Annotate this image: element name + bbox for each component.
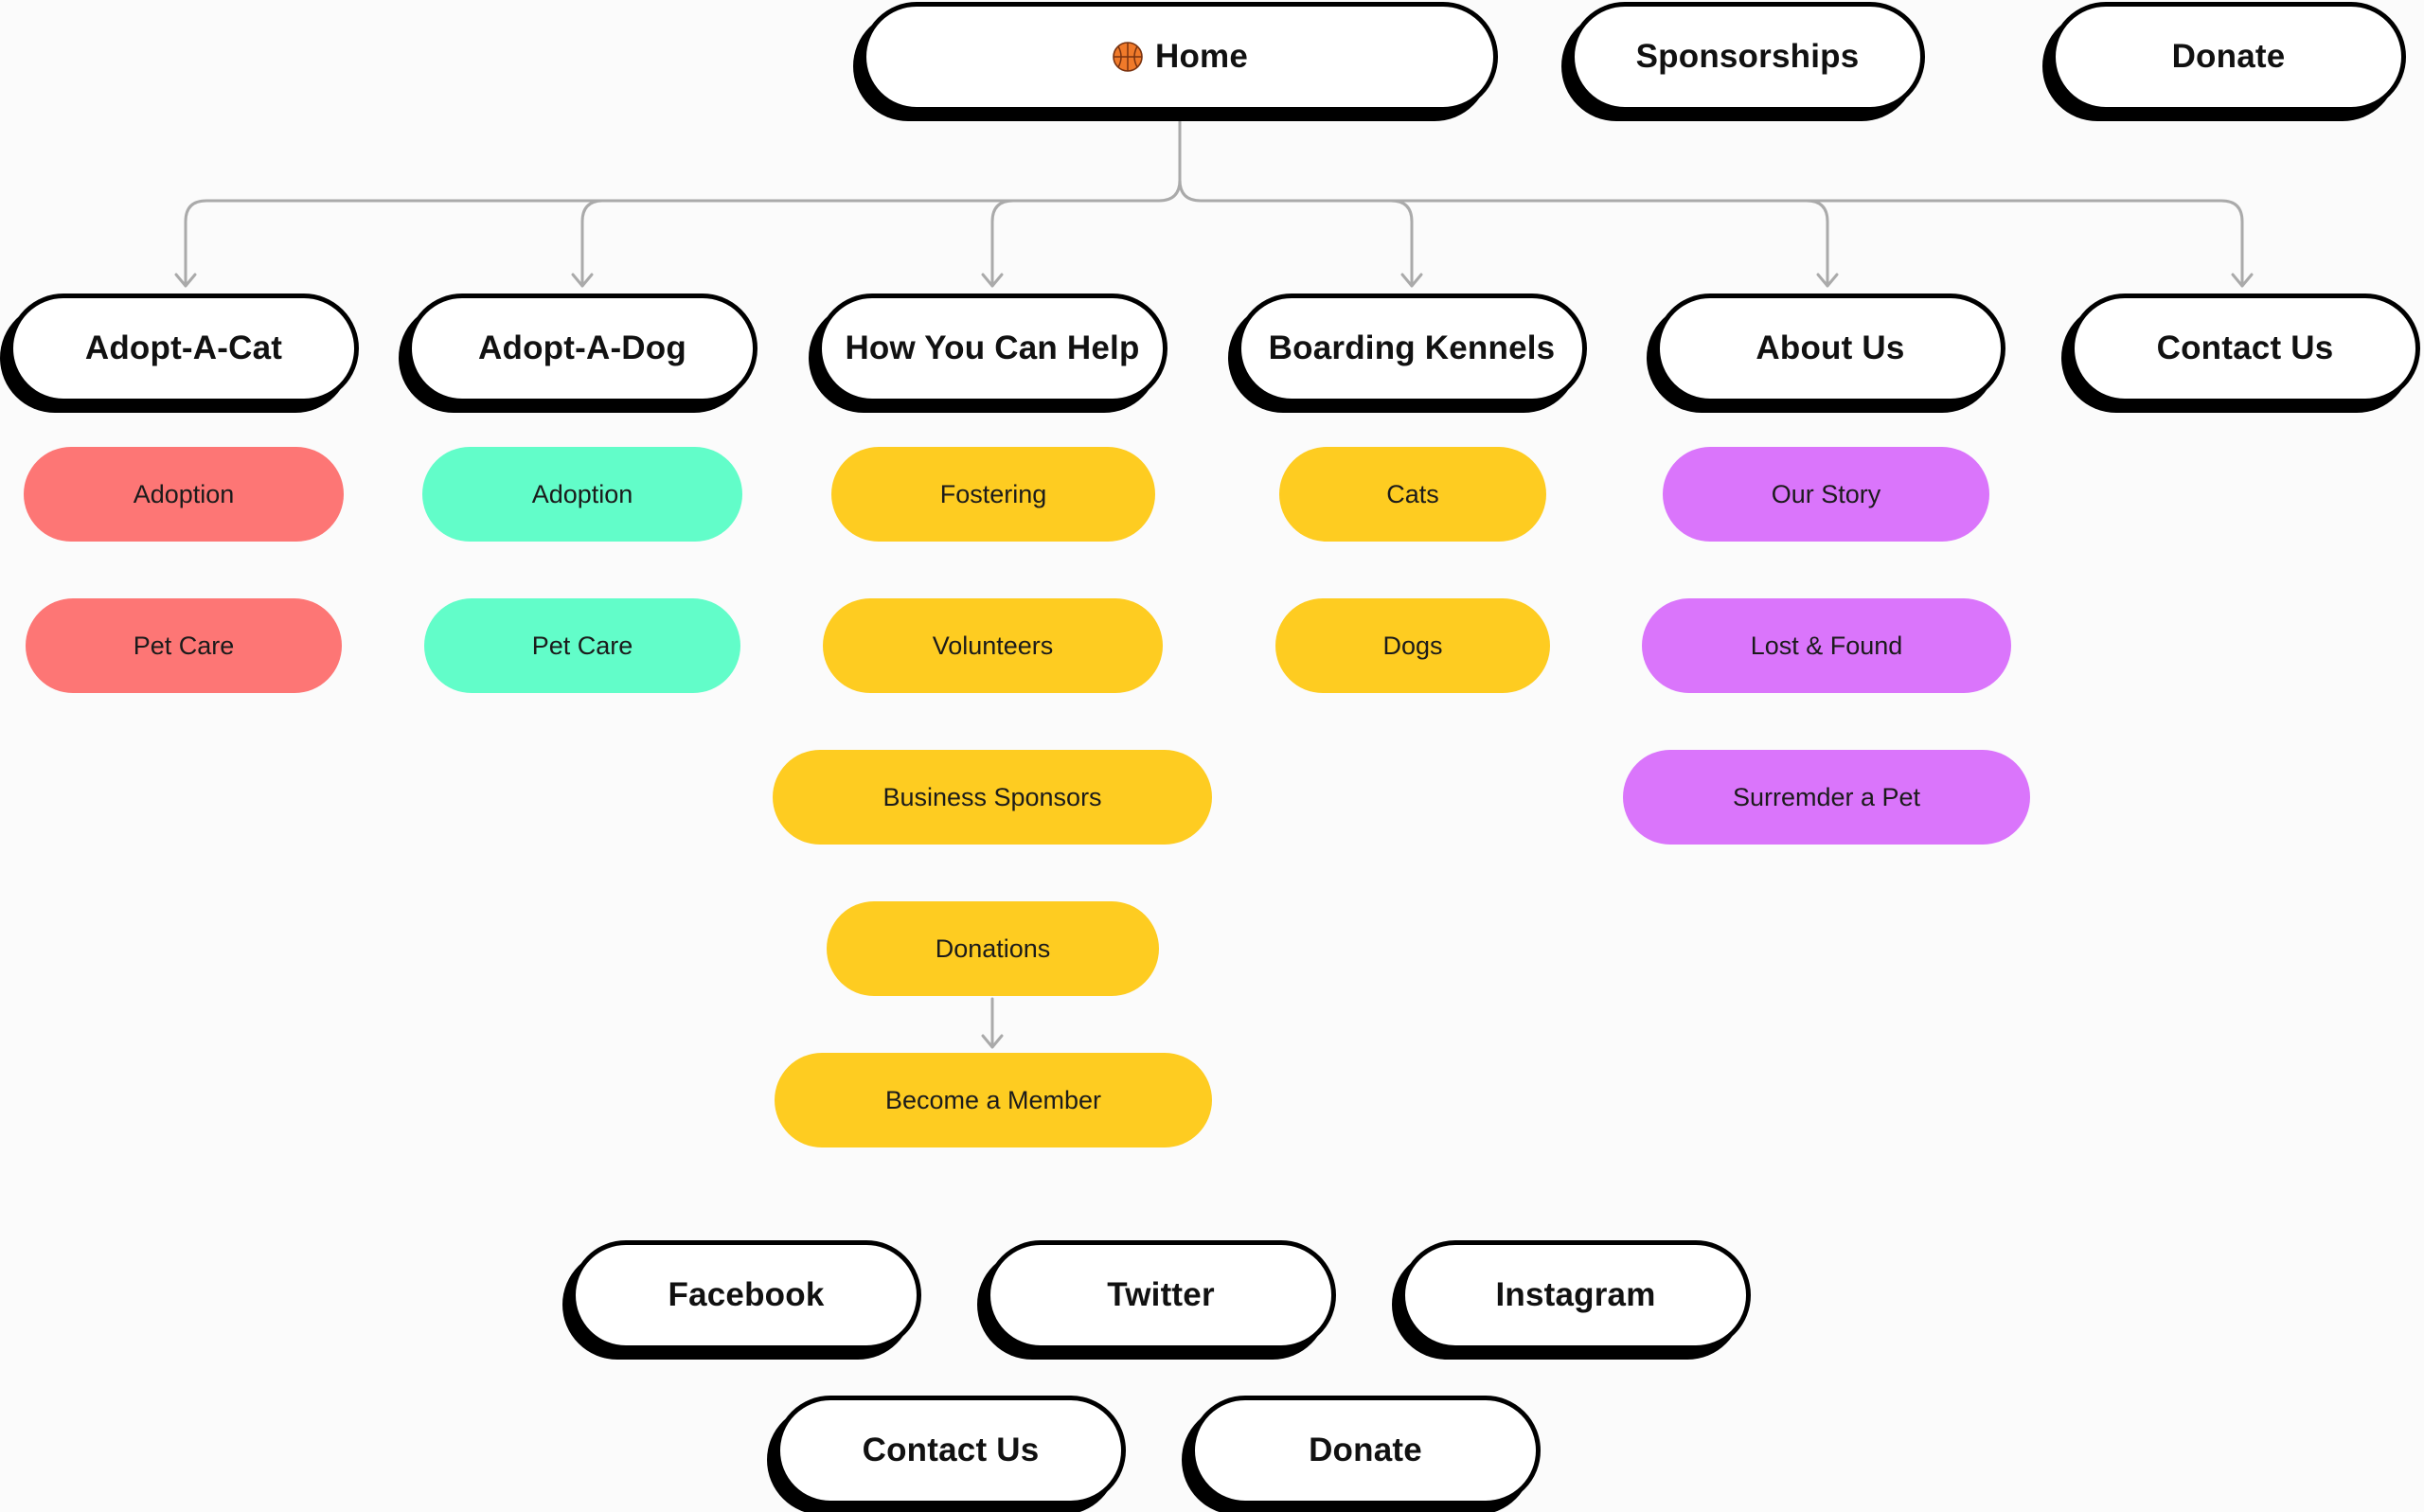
branch-line-boarding-stem: [1389, 199, 1414, 286]
section-adopt-a-dog[interactable]: Adopt-A-Dog: [407, 294, 758, 403]
donations-item[interactable]: Donations: [827, 901, 1159, 996]
arrowhead-become-member: [981, 1034, 1004, 1049]
basketball-icon: [1113, 42, 1143, 72]
section-title: Boarding Kennels: [1268, 329, 1556, 366]
section-title: About Us: [1756, 329, 1905, 366]
branch-line-adopt-a-dog: [580, 199, 605, 286]
surrender-a-pet-item[interactable]: Surremder a Pet: [1623, 750, 2030, 845]
kennels-cats-item[interactable]: Cats: [1279, 447, 1546, 542]
section-about-us[interactable]: About Us: [1655, 294, 2005, 403]
section-title: Contact Us: [2156, 329, 2334, 366]
section-title: How You Can Help: [845, 329, 1140, 366]
our-story-item[interactable]: Our Story: [1663, 447, 1989, 542]
arrowhead-boarding-kennels: [1400, 273, 1423, 288]
branch-line-boarding-kennels: [1178, 178, 2244, 286]
instagram-label: Instagram: [1495, 1276, 1656, 1313]
kennels-dogs-item[interactable]: Dogs: [1275, 598, 1550, 693]
cat-pet-care-item[interactable]: Pet Care: [26, 598, 342, 693]
item-label: Pet Care: [531, 631, 633, 660]
arrowhead-how-you-can-help: [981, 273, 1004, 288]
sponsorships-node[interactable]: Sponsorships: [1570, 2, 1925, 112]
home-label: Home: [1154, 38, 1249, 75]
dog-adoption-item[interactable]: Adoption: [422, 447, 742, 542]
item-label: Dogs: [1382, 631, 1443, 660]
item-label: Surremder a Pet: [1732, 782, 1921, 811]
item-label: Become a Member: [884, 1085, 1102, 1114]
donate-node-top[interactable]: Donate: [2051, 2, 2406, 112]
item-label: Business Sponsors: [882, 782, 1102, 811]
donate-footer-node[interactable]: Donate: [1190, 1396, 1541, 1505]
arrowhead-contact-us: [2231, 273, 2254, 288]
section-adopt-a-cat[interactable]: Adopt-A-Cat: [9, 294, 359, 403]
donate-label-top: Donate: [2171, 38, 2286, 75]
item-label: Cats: [1386, 479, 1439, 508]
item-label: Fostering: [939, 479, 1047, 508]
item-label: Adoption: [133, 479, 235, 508]
lost-and-found-item[interactable]: Lost & Found: [1642, 598, 2011, 693]
arrowhead-adopt-a-dog: [571, 273, 594, 288]
cat-adoption-item[interactable]: Adoption: [24, 447, 344, 542]
section-how-you-can-help[interactable]: How You Can Help: [817, 294, 1167, 403]
fostering-item[interactable]: Fostering: [831, 447, 1155, 542]
instagram-node[interactable]: Instagram: [1400, 1240, 1751, 1350]
item-label: Volunteers: [932, 631, 1054, 660]
home-node[interactable]: Home: [862, 2, 1498, 112]
facebook-label: Facebook: [668, 1276, 825, 1313]
business-sponsors-item[interactable]: Business Sponsors: [773, 750, 1212, 845]
section-boarding-kennels[interactable]: Boarding Kennels: [1237, 294, 1587, 403]
item-label: Pet Care: [133, 631, 235, 660]
section-title: Adopt-A-Dog: [478, 329, 686, 366]
item-label: Donations: [935, 934, 1051, 963]
sponsorships-label: Sponsorships: [1635, 38, 1860, 75]
contact-us-footer-node[interactable]: Contact Us: [775, 1396, 1126, 1505]
item-label: Adoption: [531, 479, 633, 508]
contact-us-footer-label: Contact Us: [862, 1432, 1040, 1468]
arrowhead-about-us: [1816, 273, 1839, 288]
branch-line-about-us: [1805, 199, 1829, 286]
home-trunk-line: [184, 114, 1182, 286]
item-label: Our Story: [1771, 479, 1881, 508]
arrowhead-adopt-a-cat: [174, 273, 197, 288]
branch-line-how-you-can-help: [990, 199, 1015, 286]
facebook-node[interactable]: Facebook: [571, 1240, 921, 1350]
volunteers-item[interactable]: Volunteers: [823, 598, 1163, 693]
section-title: Adopt-A-Cat: [84, 329, 283, 366]
become-a-member-item[interactable]: Become a Member: [775, 1053, 1212, 1147]
twitter-node[interactable]: Twitter: [986, 1240, 1336, 1350]
twitter-label: Twitter: [1107, 1276, 1215, 1313]
dog-pet-care-item[interactable]: Pet Care: [424, 598, 740, 693]
donate-footer-label: Donate: [1309, 1432, 1422, 1468]
section-contact-us[interactable]: Contact Us: [2070, 294, 2420, 403]
item-label: Lost & Found: [1750, 631, 1903, 660]
